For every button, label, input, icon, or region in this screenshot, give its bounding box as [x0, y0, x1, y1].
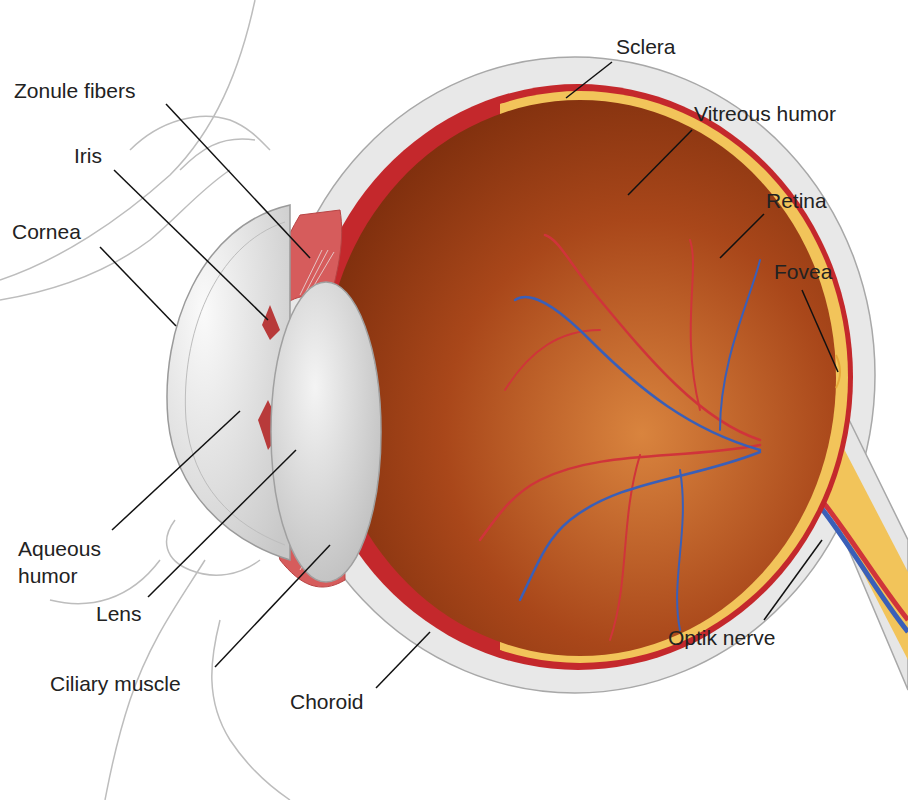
lens — [271, 282, 381, 582]
artery — [545, 235, 760, 440]
leader-line — [628, 130, 692, 195]
leader-line — [764, 540, 822, 620]
part-label: Zonule fibers — [14, 77, 135, 104]
part-label: Optik nerve — [668, 624, 775, 651]
part-label: Ciliary muscle — [50, 670, 181, 697]
leader-line — [100, 247, 176, 326]
part-label: Fovea — [774, 258, 832, 285]
face-line — [180, 139, 255, 170]
vein — [520, 452, 760, 600]
choroid — [303, 84, 853, 670]
face-line — [130, 116, 270, 150]
face-line — [212, 620, 290, 800]
retina — [500, 91, 848, 663]
leader-line — [215, 545, 330, 667]
leader-lines — [100, 62, 838, 688]
cornea — [167, 205, 290, 560]
artery — [690, 240, 700, 410]
artery — [610, 455, 640, 640]
vitreous-body — [324, 100, 836, 656]
leader-line — [112, 411, 240, 530]
part-label: Lens — [96, 600, 142, 627]
part-label: Sclera — [616, 33, 676, 60]
vein — [677, 470, 683, 630]
part-label: Aqueous humor — [18, 535, 118, 589]
leader-line — [720, 214, 764, 258]
leader-line — [802, 290, 838, 372]
leader-line — [148, 450, 296, 597]
artery — [505, 330, 600, 390]
leader-line — [114, 170, 268, 320]
leader-line — [376, 632, 430, 688]
face-line — [0, 0, 255, 280]
part-label: Iris — [74, 142, 102, 169]
part-label: Retina — [766, 187, 827, 214]
leader-line — [166, 104, 310, 258]
vein — [720, 260, 760, 430]
leader-line — [566, 62, 612, 98]
iris — [262, 305, 280, 340]
vein — [515, 297, 760, 450]
cornea-inner — [185, 222, 285, 545]
face-outline — [0, 0, 290, 800]
part-label: Cornea — [12, 218, 81, 245]
retinal-vessels — [480, 235, 760, 640]
part-label: Choroid — [290, 688, 364, 715]
part-label: Vitreous humor — [694, 100, 836, 127]
